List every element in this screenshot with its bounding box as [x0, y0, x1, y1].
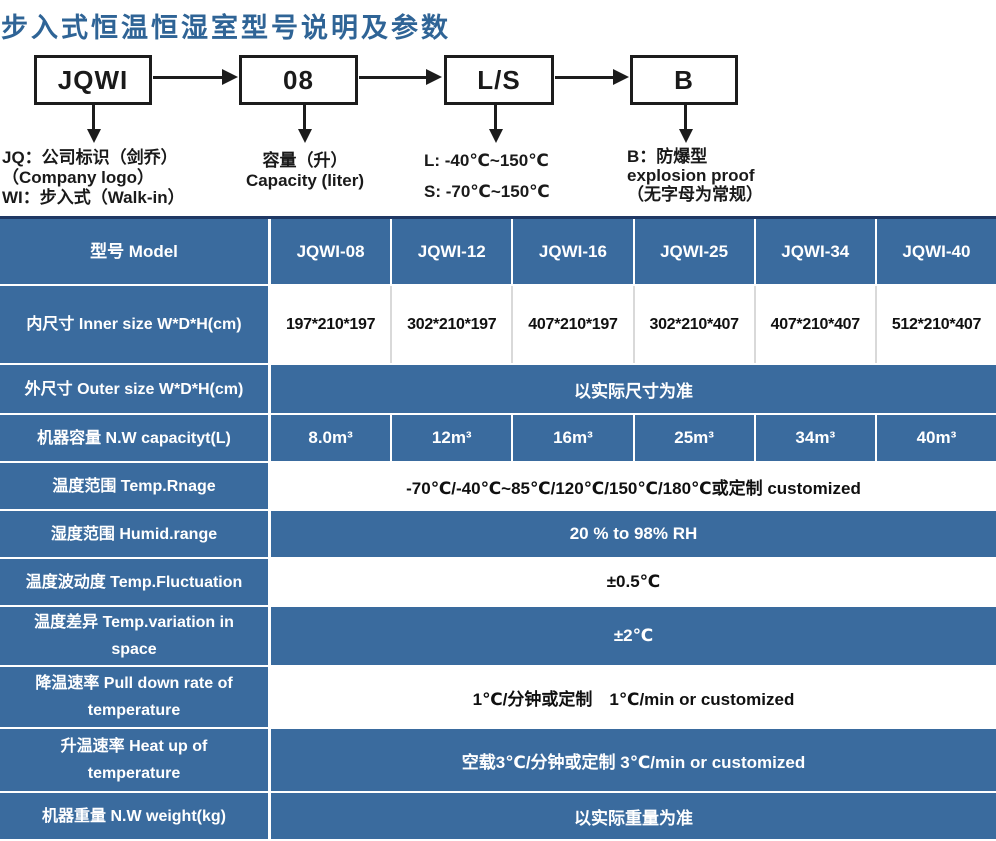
value-cell: 25m³: [634, 415, 754, 461]
span-value-cell: 以实际尺寸为准: [271, 365, 996, 413]
table-row: 外尺寸 Outer size W*D*H(cm) 以实际尺寸为准: [0, 365, 996, 413]
model-header-cell: JQWI-25: [634, 219, 754, 284]
row-label-line: 温度范围 Temp.Rnage: [52, 477, 216, 495]
down-arrow-icon: [684, 103, 687, 131]
span-value-cell: ±2℃: [271, 607, 996, 665]
row-label: 温度范围 Temp.Rnage: [0, 463, 268, 509]
diagram-box-temp-range-code: L/S: [444, 55, 554, 105]
table-row: 温度波动度 Temp.Fluctuation ±0.5℃: [0, 559, 996, 605]
model-header-cell: JQWI-40: [876, 219, 996, 284]
row-label-line: 升温速率 Heat up of: [60, 738, 208, 755]
row-label-line: 内尺寸 Inner size W*D*H(cm): [26, 316, 242, 333]
page: { "title": "步入式恒温恒湿室型号说明及参数", "diagram":…: [0, 13, 996, 839]
table-row: 降温速率 Pull down rate of temperature 1℃/分钟或定…: [0, 667, 996, 727]
row-label: 降温速率 Pull down rate of temperature: [0, 667, 268, 727]
value-cell: 12m³: [392, 415, 512, 461]
note-line: （无字母为常规）: [627, 185, 763, 204]
table-row: 温度差异 Temp.variation in space ±2℃: [0, 607, 996, 665]
note-line: 容量（升）: [262, 151, 348, 170]
diagram-box-company-code: JQWI: [34, 55, 152, 105]
row-label-line: space: [111, 641, 157, 658]
right-arrowhead-icon: [222, 69, 238, 85]
row-label: 外尺寸 Outer size W*D*H(cm): [0, 365, 268, 413]
value-cell: 16m³: [513, 415, 633, 461]
value-cell: 197*210*197: [271, 286, 391, 363]
down-arrowhead-icon: [87, 129, 101, 143]
row-label: 机器容量 N.W capacityt(L): [0, 415, 268, 461]
row-label-line: 湿度范围 Humid.range: [50, 525, 218, 543]
table-row: 温度范围 Temp.Rnage -70℃/-40℃~85℃/120℃/150℃/1…: [0, 463, 996, 509]
table-row: 机器重量 N.W weight(kg) 以实际重量为准: [0, 793, 996, 839]
row-label: 温度波动度 Temp.Fluctuation: [0, 559, 268, 605]
down-arrowhead-icon: [679, 129, 693, 143]
note-line: S: -70℃~150℃: [424, 182, 550, 201]
note-line: （Company logo）: [2, 168, 155, 187]
header-label: 型号 Model: [0, 219, 268, 284]
right-arrowhead-icon: [426, 69, 442, 85]
note-temp-range-code: L: -40℃~150℃ S: -70℃~150℃: [424, 151, 550, 213]
row-label-line: temperature: [87, 702, 181, 719]
note-line: WI：步入式（Walk-in）: [2, 188, 185, 207]
value-cell: 407*210*197: [511, 286, 633, 363]
model-header-cell: JQWI-08: [271, 219, 391, 284]
row-label-line: 温度差异 Temp.variation in: [34, 614, 234, 631]
row-label: 机器重量 N.W weight(kg): [0, 793, 268, 839]
right-arrow-icon: [555, 76, 617, 79]
row-label-line: temperature: [87, 765, 181, 782]
row-label: 湿度范围 Humid.range: [0, 511, 268, 557]
row-label-line: 温度波动度 Temp.Fluctuation: [25, 573, 243, 591]
span-value-cell: ±0.5℃: [271, 559, 996, 605]
model-header-cell: JQWI-12: [392, 219, 512, 284]
span-value-cell: -70℃/-40℃~85℃/120℃/150℃/180℃或定制 customiz…: [271, 463, 996, 509]
note-line: B：防爆型: [627, 147, 708, 166]
note-line: L: -40℃~150℃: [424, 151, 549, 170]
right-arrow-icon: [153, 76, 225, 79]
value-cell: 407*210*407: [753, 286, 875, 363]
down-arrow-icon: [303, 103, 306, 131]
diagram-box-capacity-code: 08: [239, 55, 358, 105]
span-value-cell: 1℃/分钟或定制 1℃/min or customized: [271, 667, 996, 727]
value-cell: 512*210*407: [874, 286, 996, 363]
right-arrowhead-icon: [613, 69, 629, 85]
table-row: 升温速率 Heat up of temperature 空载3℃/分钟或定制 3℃/…: [0, 729, 996, 791]
note-company-code: JQ：公司标识（剑乔）（Company logo）WI：步入式（Walk-in）: [2, 148, 185, 208]
model-header-cell: JQWI-34: [755, 219, 875, 284]
note-line: JQ：公司标识（剑乔）: [2, 148, 178, 167]
value-cell: 302*210*407: [632, 286, 754, 363]
right-arrow-icon: [359, 76, 429, 79]
note-line: explosion proof: [627, 166, 755, 185]
value-cell: 34m³: [755, 415, 875, 461]
note-capacity-code: 容量（升）Capacity (liter): [228, 151, 382, 191]
span-value-cell: 空载3℃/分钟或定制 3℃/min or customized: [271, 729, 996, 791]
span-value-cell: 20 % to 98% RH: [271, 511, 996, 557]
down-arrowhead-icon: [298, 129, 312, 143]
page-title: 步入式恒温恒湿室型号说明及参数: [1, 13, 451, 43]
row-label: 升温速率 Heat up of temperature: [0, 729, 268, 791]
span-value-cell: 以实际重量为准: [271, 793, 996, 839]
row-label: 内尺寸 Inner size W*D*H(cm): [0, 286, 268, 363]
table-row: 湿度范围 Humid.range 20 % to 98% RH: [0, 511, 996, 557]
value-cell: 40m³: [876, 415, 996, 461]
model-header-cell: JQWI-16: [513, 219, 633, 284]
row-label-line: 外尺寸 Outer size W*D*H(cm): [24, 380, 244, 398]
down-arrow-icon: [92, 103, 95, 131]
value-cell: 302*210*197: [390, 286, 512, 363]
row-label: 温度差异 Temp.variation in space: [0, 607, 268, 665]
down-arrowhead-icon: [489, 129, 503, 143]
value-cell: 8.0m³: [271, 415, 391, 461]
note-line: Capacity (liter): [245, 171, 365, 190]
row-label-line: 降温速率 Pull down rate of: [35, 675, 233, 692]
row-label-line: 机器重量 N.W weight(kg): [42, 807, 226, 825]
row-label-line: 机器容量 N.W capacityt(L): [37, 429, 231, 447]
diagram-box-explosion-proof-code: B: [630, 55, 738, 105]
down-arrow-icon: [494, 103, 497, 131]
